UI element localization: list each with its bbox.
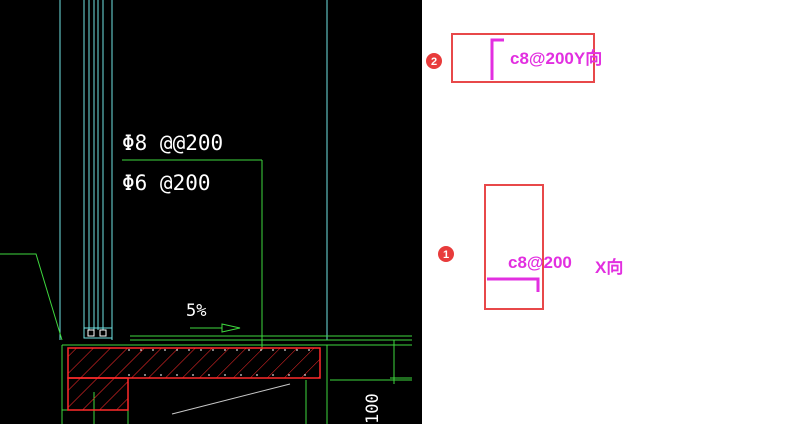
annotation-box-x: [484, 184, 544, 310]
annotation-y-direction: 2 c8@200Y向: [426, 33, 602, 83]
badge-2: [426, 53, 442, 69]
annotation-direction-x: X向: [595, 257, 623, 277]
badge-1: [438, 246, 454, 262]
slab-section: [67, 347, 321, 411]
rebar-label-bottom: Φ6 @200: [122, 171, 211, 195]
cad-panel: Φ8 @@200 Φ6 @200 5% 100: [0, 0, 422, 424]
slope-arrow: [190, 323, 241, 333]
badge-2-number: 2: [431, 56, 437, 68]
rebar-bend-mark-y: [490, 38, 504, 80]
dimension-label: 100: [363, 393, 383, 424]
slope-label: 5%: [186, 301, 206, 321]
annotation-text-y: c8@200Y向: [510, 48, 602, 68]
rebar-bend-mark-x: [487, 277, 540, 292]
annotation-x-direction: 1 c8@200 X向: [438, 184, 623, 310]
window-frame: [59, 0, 328, 340]
annotation-box-y: [451, 33, 595, 83]
annotation-text-x: c8@200: [508, 253, 572, 272]
rebar-leaders: [0, 159, 412, 424]
badge-1-number: 1: [443, 249, 449, 261]
rebar-label-top: Φ8 @@200: [122, 131, 223, 155]
